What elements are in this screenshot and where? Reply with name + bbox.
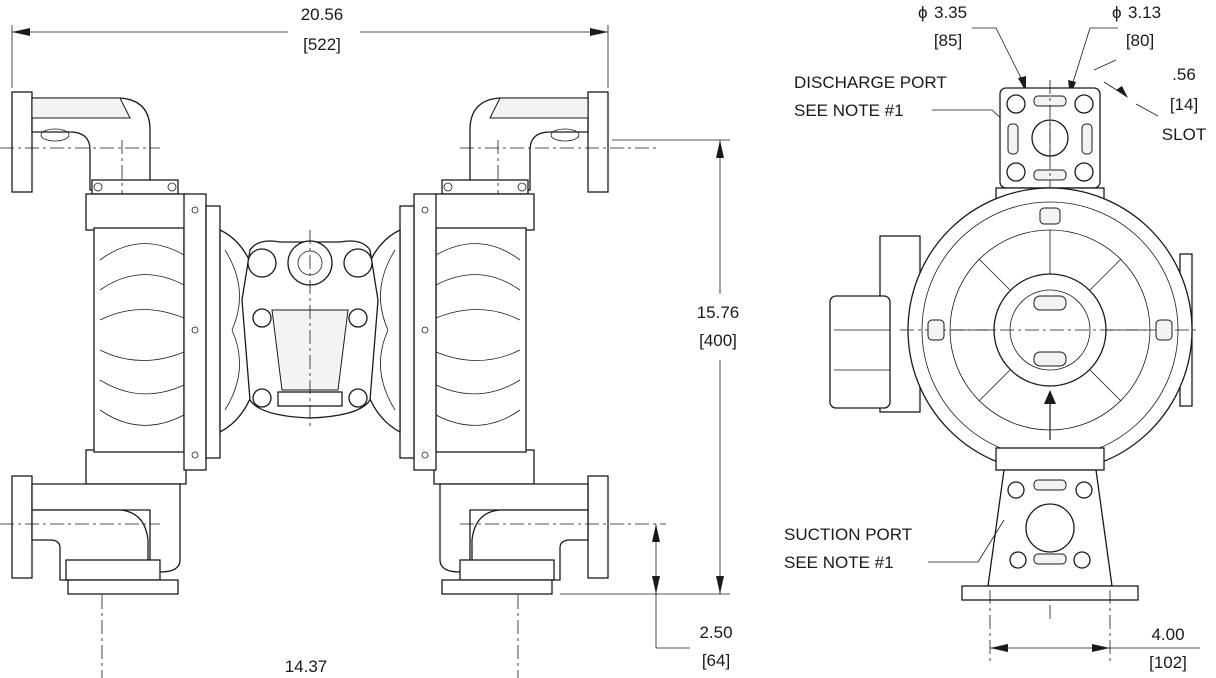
left-lower-manifold	[85, 449, 187, 485]
slot-inches: .56	[1172, 65, 1196, 84]
mount-spacing-dimension: 14.37	[101, 595, 519, 678]
right-lower-manifold	[433, 449, 535, 485]
bolt-circle-inches: 3.35	[934, 3, 967, 22]
suction-base	[961, 447, 1139, 601]
suction-height-mm: [64]	[702, 651, 730, 670]
suction-note-line2: SEE NOTE #1	[784, 553, 894, 572]
suction-port-note: SUCTION PORT SEE NOTE #1	[784, 519, 1005, 572]
discharge-note-line1: DISCHARGE PORT	[794, 73, 947, 92]
suction-height-inches: 2.50	[699, 623, 732, 642]
right-suction-elbow	[439, 475, 666, 595]
discharge-note-line2: SEE NOTE #1	[794, 101, 904, 120]
discharge-port-note: DISCHARGE PORT SEE NOTE #1	[794, 73, 1015, 131]
bolt-circle-mm: [85]	[934, 31, 962, 50]
slot-callout: .56 [14] SLOT	[1093, 59, 1206, 144]
left-discharge-elbow	[0, 91, 179, 200]
slot-label: SLOT	[1162, 125, 1206, 144]
overall-width-dimension: 20.56 [522]	[11, 5, 609, 88]
right-liquid-chamber	[399, 193, 527, 471]
bolt-circle-2-inches: 3.13	[1128, 3, 1161, 22]
left-liquid-chamber	[93, 193, 221, 471]
overall-width-mm: [522]	[303, 35, 341, 54]
bolt-circle-2-mm: [80]	[1126, 31, 1154, 50]
height-dimension: 15.76 [400]	[560, 139, 740, 595]
height-mm: [400]	[699, 331, 737, 350]
diameter-symbol-2: ϕ	[1112, 3, 1122, 22]
front-view: 20.56 [522]	[0, 5, 739, 678]
side-view: ϕ 3.35 [85] ϕ 3.13 [80] .56 [14] SLOT DI…	[784, 3, 1206, 672]
overall-width-inches: 20.56	[301, 5, 344, 24]
slot-mm: [14]	[1170, 95, 1198, 114]
mount-spacing-inches: 14.37	[285, 657, 328, 676]
base-width-dimension: 4.00 [102]	[989, 590, 1200, 672]
discharge-bolt-circle-callout: ϕ 3.35 [85]	[918, 3, 1027, 92]
height-inches: 15.76	[697, 303, 740, 322]
base-width-mm: [102]	[1149, 653, 1187, 672]
suction-height-dimension: 2.50 [64]	[652, 524, 733, 670]
base-width-inches: 4.00	[1151, 625, 1184, 644]
right-discharge-elbow	[441, 91, 660, 200]
center-air-section	[241, 230, 379, 430]
discharge-bolt-circle-2-callout: ϕ 3.13 [80]	[1068, 3, 1161, 96]
right-upper-manifold	[433, 193, 535, 231]
left-suction-elbow	[0, 475, 181, 595]
flow-arrow	[1044, 390, 1056, 440]
diameter-symbol: ϕ	[918, 3, 928, 22]
suction-note-line1: SUCTION PORT	[784, 525, 912, 544]
chamber-ribs	[927, 207, 1173, 402]
left-upper-manifold	[85, 193, 187, 231]
